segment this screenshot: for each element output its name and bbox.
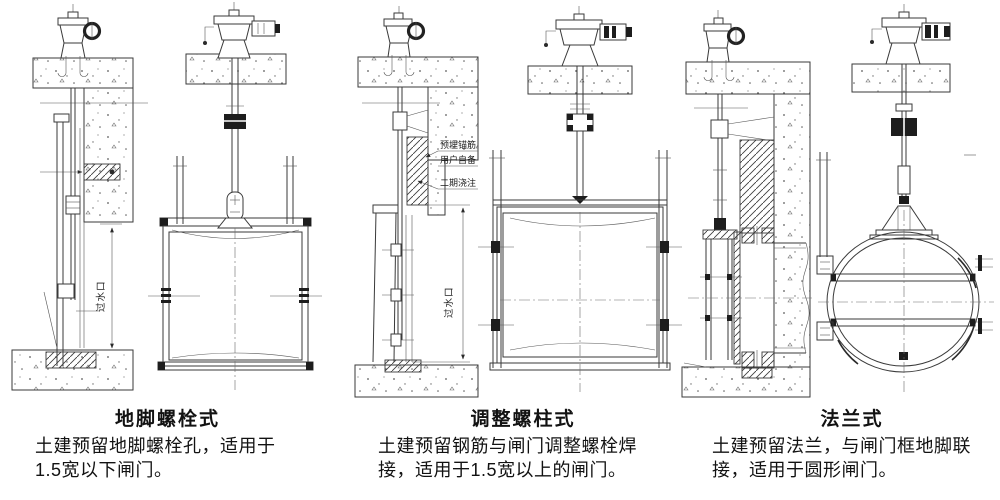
motor-icon bbox=[921, 22, 951, 41]
crank-handle-icon bbox=[203, 26, 214, 45]
stiffener-beam bbox=[830, 273, 976, 282]
water-opening-label: 过水口 bbox=[443, 286, 455, 318]
gate-frame bbox=[157, 217, 314, 371]
hoist-actuator bbox=[383, 6, 426, 58]
caption-adjust-stud-type: 调整螺柱式 土建预留钢筋与闸门调整螺栓焊 接，适用于1.5宽以上的闸门。 bbox=[378, 404, 668, 482]
concrete-slab bbox=[357, 56, 479, 216]
lifting-stem bbox=[65, 88, 81, 300]
concrete-base bbox=[354, 359, 479, 398]
concrete-slab bbox=[685, 61, 811, 368]
adjust-stud-side-view-drawing: 预埋锚筋 用户自备 二期浇注 bbox=[354, 6, 479, 398]
caption-anchor-bolt-type: 地脚螺栓式 土建预留地脚螺栓孔，适用于 1.5宽以下闸门。 bbox=[35, 404, 300, 482]
flange-joint bbox=[741, 226, 775, 370]
crank-handle-icon bbox=[870, 28, 882, 44]
adjustment-studs bbox=[382, 243, 414, 347]
figure-description-line: 土建预留钢筋与闸门调整螺栓焊 bbox=[378, 436, 637, 456]
lifting-stem bbox=[566, 66, 594, 204]
hoist-actuator bbox=[203, 2, 280, 59]
motor-icon bbox=[251, 20, 280, 37]
figure-description-line: 土建预留法兰，与闸门框地脚联 bbox=[712, 436, 971, 456]
lifting-stem bbox=[891, 64, 917, 204]
anchor-bolts bbox=[383, 55, 415, 76]
hoist-actuator bbox=[57, 4, 102, 59]
hoist-actuator bbox=[703, 10, 746, 63]
annotation-embedded-anchor-bars: 预埋锚筋 bbox=[440, 139, 476, 150]
figure-title: 法兰式 bbox=[820, 409, 884, 430]
figure-description-line: 1.5宽以下闸门。 bbox=[35, 460, 173, 480]
annotation-user-provided: 用户自备 bbox=[440, 154, 476, 165]
figure-description-line: 接，适用于圆形闸门。 bbox=[712, 460, 897, 480]
gate-leaf bbox=[500, 212, 660, 392]
hoist-actuator bbox=[870, 4, 951, 65]
annotation-labels: 预埋锚筋 用户自备 二期浇注 bbox=[417, 139, 478, 190]
concrete-slab bbox=[851, 63, 951, 93]
figure-description-line: 接，适用于1.5宽以上的闸门。 bbox=[378, 460, 627, 480]
mounting-lugs bbox=[816, 255, 993, 341]
motor-icon bbox=[599, 23, 632, 41]
dimension-water-opening: 过水口 bbox=[412, 204, 470, 363]
figure-description-line: 土建预留地脚螺栓孔，适用于 bbox=[35, 436, 276, 456]
dimension-water-opening: 过水口 bbox=[95, 223, 122, 349]
gate-leaf bbox=[702, 229, 741, 365]
anchor-bolts bbox=[703, 60, 735, 81]
adjust-stud-front-view-drawing bbox=[478, 6, 682, 392]
hoist-actuator bbox=[544, 6, 632, 67]
lifting-stem bbox=[710, 94, 775, 230]
concrete-pier-section bbox=[739, 139, 775, 234]
anchor-bolt-side-view-drawing: 过水口 bbox=[11, 4, 148, 391]
stem-clevis bbox=[216, 191, 254, 229]
anchor-bolt-front-view-drawing bbox=[148, 2, 322, 390]
flange-side-view-drawing bbox=[681, 10, 812, 398]
concrete-base bbox=[11, 349, 134, 391]
guide-rails bbox=[489, 150, 671, 368]
second-stage-concrete-block bbox=[406, 136, 429, 206]
annotation-second-stage-pour: 二期浇注 bbox=[440, 177, 476, 188]
figure-title: 调整螺柱式 bbox=[470, 409, 576, 430]
gate-leaf bbox=[372, 204, 413, 363]
guide-rails bbox=[173, 156, 297, 224]
gate-installation-drawings: 过水口 bbox=[11, 2, 994, 398]
concrete-base bbox=[681, 362, 811, 398]
stiffener-beam bbox=[830, 318, 976, 327]
flange-front-view-drawing bbox=[816, 4, 994, 392]
lifting-stem bbox=[224, 58, 246, 196]
gate-leaf bbox=[43, 113, 100, 366]
stem-coupling bbox=[566, 113, 594, 132]
guide-rail bbox=[816, 152, 976, 257]
stem-gate-connector bbox=[714, 218, 726, 230]
concrete-slab bbox=[185, 53, 287, 85]
anchor-block bbox=[40, 163, 121, 181]
adjustment-studs bbox=[478, 241, 682, 331]
caption-flange-type: 法兰式 土建预留法兰，与闸门框地脚联 接，适用于圆形闸门。 bbox=[712, 404, 992, 482]
anchor-bolts bbox=[57, 56, 89, 77]
figure-title: 地脚螺栓式 bbox=[114, 409, 220, 430]
gate-leaf bbox=[148, 228, 322, 390]
water-opening-label: 过水口 bbox=[95, 280, 107, 312]
concrete-slab bbox=[32, 57, 134, 348]
flange-bolts bbox=[700, 274, 742, 321]
concrete-slab bbox=[527, 65, 633, 95]
crank-handle-icon bbox=[544, 30, 556, 47]
